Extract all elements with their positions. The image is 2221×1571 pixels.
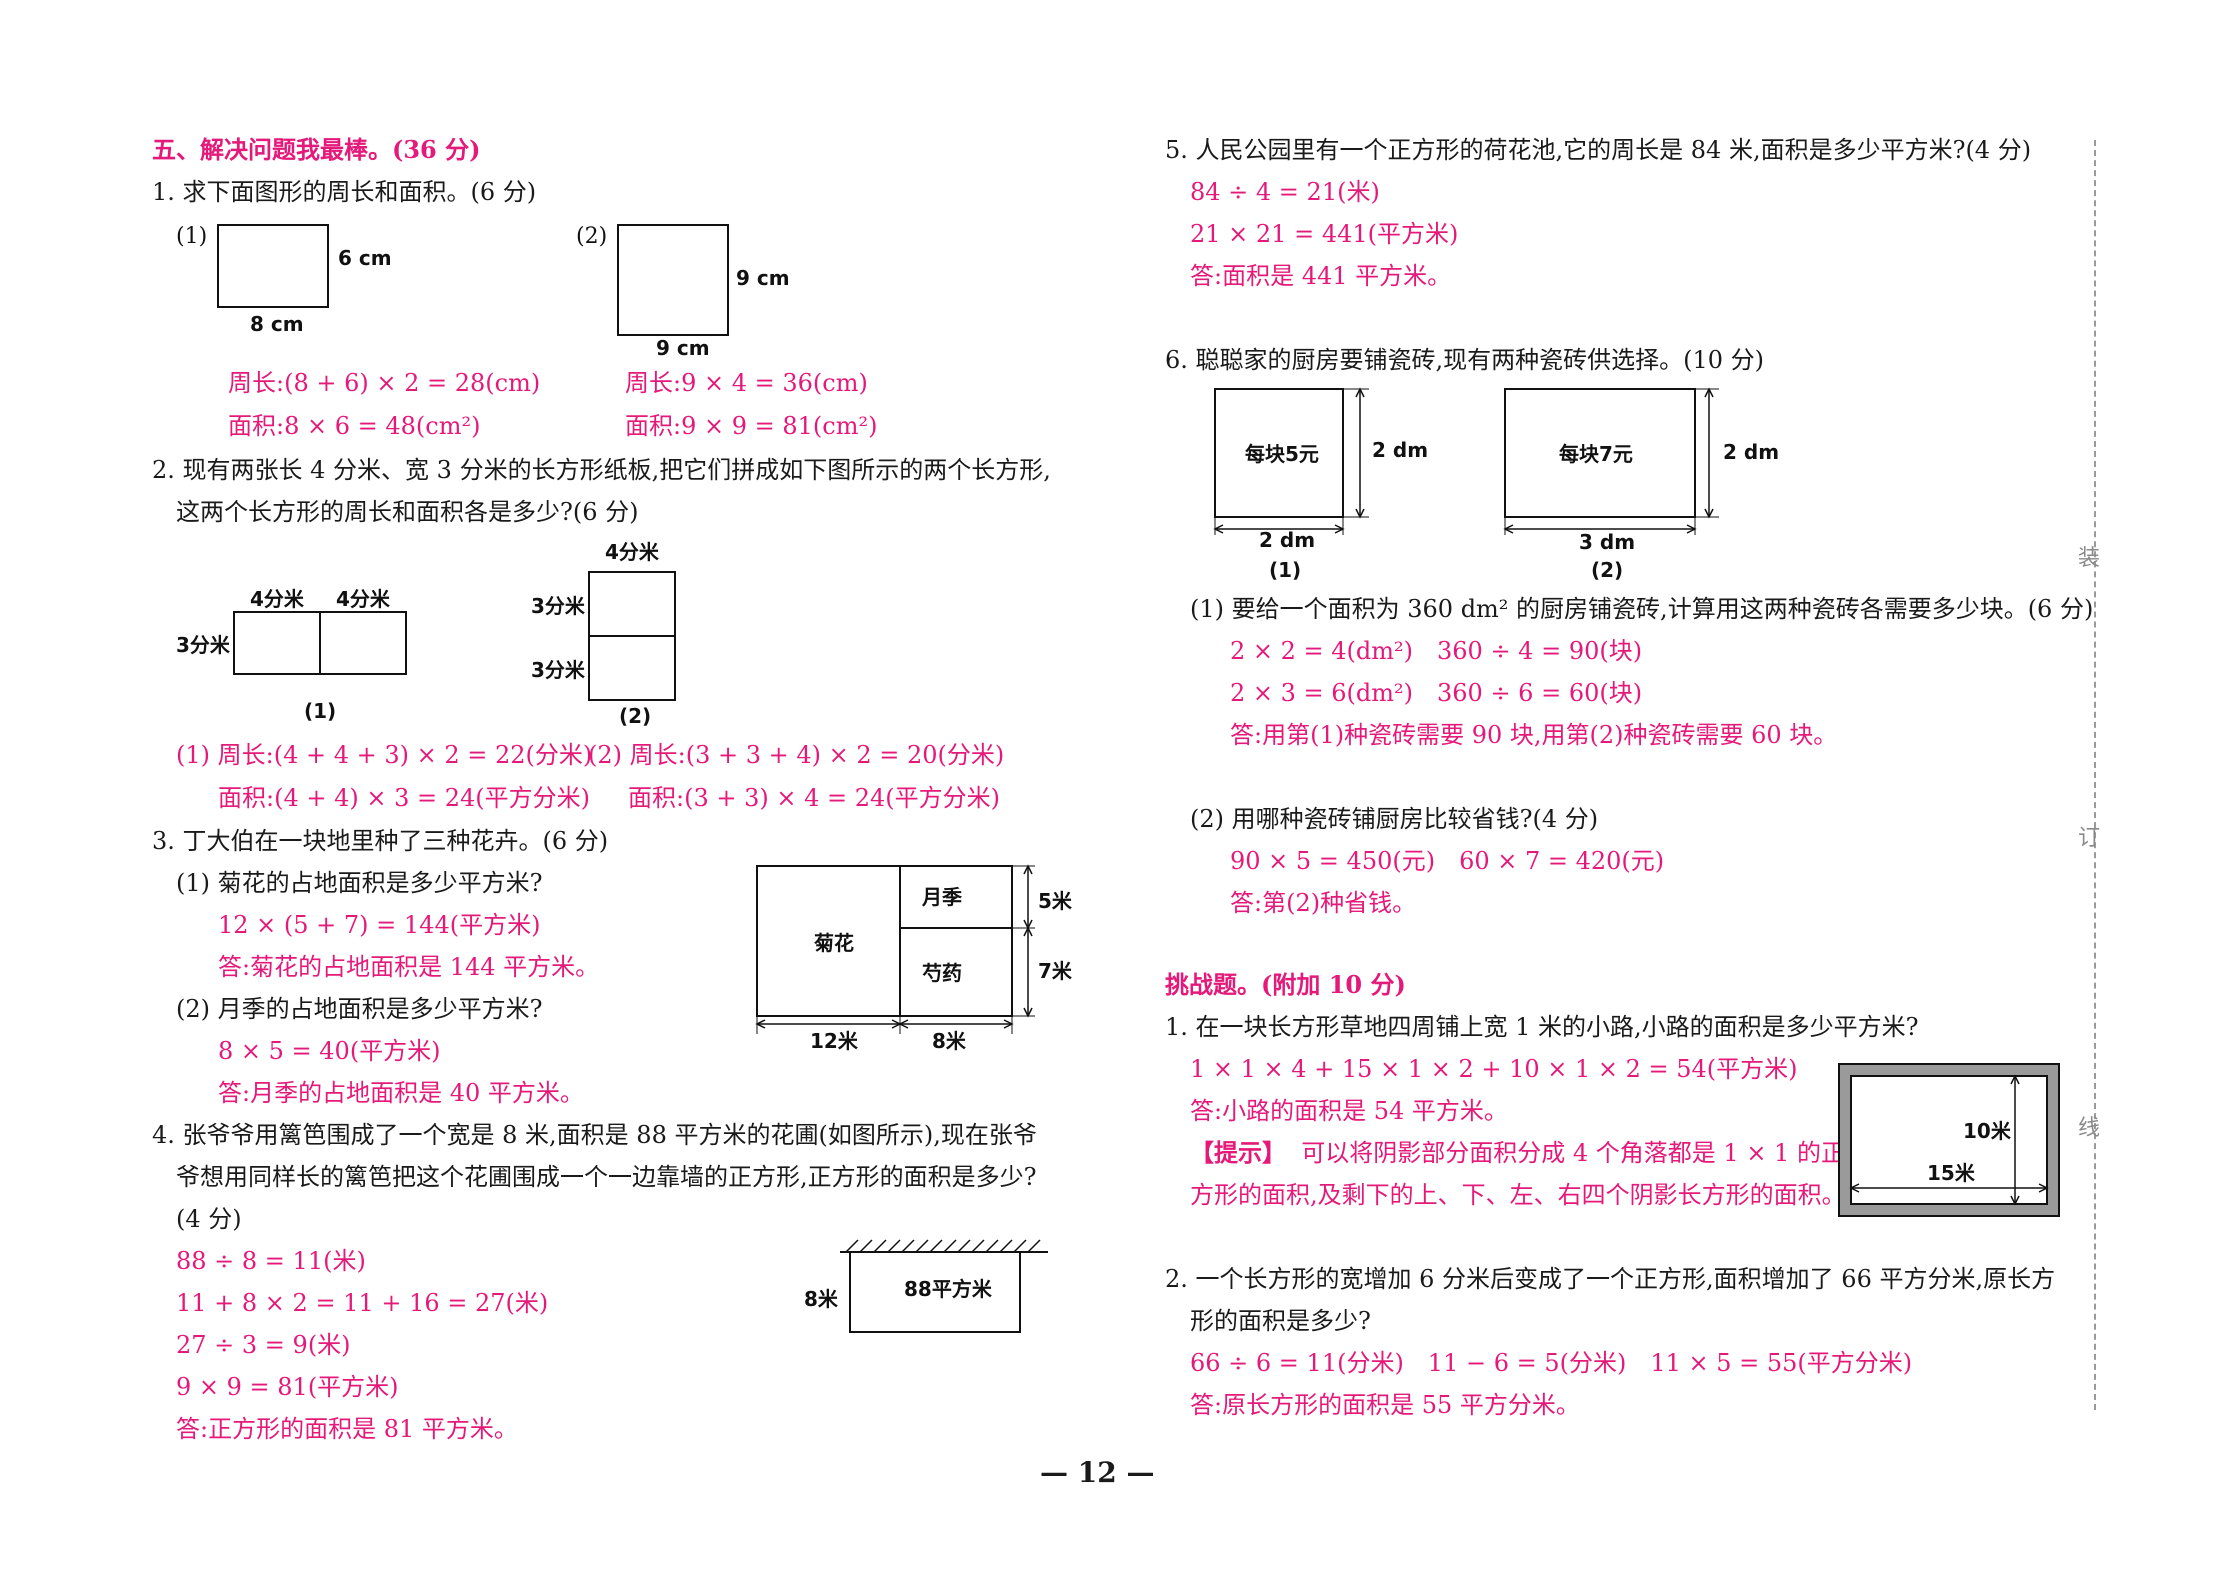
q2-ans1-area: 面积:(4 + 4) × 3 = 24(平方分米): [218, 784, 590, 812]
q3-fig-w1: 12米: [810, 1029, 859, 1053]
page-number: — 12 —: [1040, 1456, 1155, 1489]
c2-answer: 答:原长方形的面积是 55 平方分米。: [1190, 1391, 1580, 1419]
q4-answer: 答:正方形的面积是 81 平方米。: [176, 1415, 518, 1443]
q1-text: 1. 求下面图形的周长和面积。(6 分): [152, 178, 537, 206]
q4-calc-4: 9 × 9 = 81(平方米): [176, 1373, 399, 1401]
binding-mark-2: 订: [2078, 826, 2101, 851]
q1-ans2-area: 面积:9 × 9 = 81(cm²): [625, 412, 878, 440]
q6-tile2: 每块7元 2 dm 3 dm (2): [1503, 387, 1779, 582]
q3-fig-w2: 8米: [932, 1029, 967, 1053]
q1-fig1-bottom: 8 cm: [250, 312, 304, 336]
c1-fig-h: 10米: [1963, 1119, 2012, 1143]
q2-fig2-top: 4分米: [605, 540, 660, 564]
q3-sub1: (1) 菊花的占地面积是多少平方米?: [176, 869, 543, 897]
q3-text: 3. 丁大伯在一块地里种了三种花卉。(6 分): [152, 827, 609, 855]
c2-text-2: 形的面积是多少?: [1190, 1307, 1371, 1335]
q4-text-3: (4 分): [176, 1205, 242, 1233]
q1-fig2-side: 9 cm: [736, 266, 790, 290]
q4-fig-center: 88平方米: [904, 1277, 993, 1301]
binding-line: [2094, 140, 2098, 1410]
q4-text-2: 爷想用同样长的篱笆把这个花圃围成一个一边靠墙的正方形,正方形的面积是多少?: [176, 1163, 1037, 1191]
q5-calc-2: 21 × 21 = 441(平方米): [1190, 220, 1459, 248]
q1-fig1: (1) 6 cm 8 cm: [176, 224, 392, 336]
q6-sub2-calc: 90 × 5 = 450(元) 60 × 7 = 420(元): [1230, 847, 1665, 875]
q6-sub1-calc-2: 2 × 3 = 6(dm²) 360 ÷ 6 = 60(块): [1230, 679, 1643, 707]
c1-hint-tag: 【提示】: [1190, 1138, 1286, 1167]
q3-fig-c: 芍药: [922, 961, 962, 985]
q6-tile2-side: 2 dm: [1723, 440, 1779, 464]
q4-text-1: 4. 张爷爷用篱笆围成了一个宽是 8 米,面积是 88 平方米的花圃(如图所示)…: [152, 1121, 1037, 1149]
c1-calc: 1 × 1 × 4 + 15 × 1 × 2 + 10 × 1 × 2 = 54…: [1190, 1055, 1798, 1083]
c2-calc: 66 ÷ 6 = 11(分米) 11 − 6 = 5(分米) 11 × 5 = …: [1190, 1349, 1913, 1377]
q4-calc-3: 27 ÷ 3 = 9(米): [176, 1331, 351, 1359]
c1-hint-line2: 方形的面积,及剩下的上、下、左、右四个阴影长方形的面积。: [1190, 1181, 1846, 1209]
q4-fig-side: 8米: [804, 1287, 839, 1311]
q2-fig1-caption: (1): [304, 699, 336, 723]
q6-sub1-answer: 答:用第(1)种瓷砖需要 90 块,用第(2)种瓷砖需要 60 块。: [1230, 721, 1838, 749]
q3-sub2: (2) 月季的占地面积是多少平方米?: [176, 995, 543, 1023]
q2-ans2-perimeter: (2) 周长:(3 + 3 + 4) × 2 = 20(分米): [588, 741, 1005, 769]
q1-ans2-perimeter: 周长:9 × 4 = 36(cm): [625, 369, 868, 397]
binding-mark-1: 装: [2078, 546, 2101, 571]
q6-sub1: (1) 要给一个面积为 360 dm² 的厨房铺瓷砖,计算用这两种瓷砖各需要多少…: [1190, 595, 2094, 623]
binding-mark-3: 线: [2078, 1116, 2101, 1141]
q2-fig2-side-a: 3分米: [531, 594, 586, 618]
q2-fig1-top-a: 4分米: [250, 587, 305, 611]
q3-fig-b: 月季: [921, 885, 962, 909]
q4-fig: 88平方米 8米: [804, 1239, 1048, 1333]
q6-tile1-caption: (1): [1269, 558, 1301, 582]
q6-sub2-answer: 答:第(2)种省钱。: [1230, 889, 1417, 917]
q2-fig2: 4分米 3分米 3分米 (2): [531, 540, 676, 728]
q3-fig-h2: 7米: [1038, 959, 1073, 983]
q5-answer: 答:面积是 441 平方米。: [1190, 262, 1452, 290]
q1-fig1-side: 6 cm: [338, 246, 392, 270]
c1-text: 1. 在一块长方形草地四周铺上宽 1 米的小路,小路的面积是多少平方米?: [1165, 1013, 1919, 1041]
q6-text: 6. 聪聪家的厨房要铺瓷砖,现有两种瓷砖供选择。(10 分): [1165, 346, 1765, 374]
c2-text-1: 2. 一个长方形的宽增加 6 分米后变成了一个正方形,面积增加了 66 平方分米…: [1165, 1265, 2056, 1293]
q6-tile1: 每块5元 2 dm 2 dm (1): [1213, 387, 1428, 582]
q2-text-1: 2. 现有两张长 4 分米、宽 3 分米的长方形纸板,把它们拼成如下图所示的两个…: [152, 456, 1051, 484]
c1-hint-line1: 【提示】 可以将阴影部分面积分成 4 个角落都是 1 × 1 的正: [1190, 1138, 1845, 1168]
q6-tile2-caption: (2): [1591, 558, 1623, 582]
q6-sub2: (2) 用哪种瓷砖铺厨房比较省钱?(4 分): [1190, 805, 1599, 833]
q2-fig1: 4分米 4分米 3分米 (1): [176, 587, 407, 723]
q2-fig2-side-b: 3分米: [531, 658, 586, 682]
q2-fig2-caption: (2): [619, 704, 651, 728]
q4-calc-2: 11 + 8 × 2 = 11 + 16 = 27(米): [176, 1289, 549, 1317]
q2-fig1-top-b: 4分米: [336, 587, 391, 611]
q1-fig2-label: (2): [576, 224, 607, 249]
q6-tile2-price: 每块7元: [1559, 442, 1633, 466]
q1-fig2: (2) 9 cm 9 cm: [576, 224, 790, 360]
q3-sub1-answer: 答:菊花的占地面积是 144 平方米。: [218, 953, 600, 981]
q3-fig-h1: 5米: [1038, 889, 1073, 913]
q3-fig-a: 菊花: [814, 931, 854, 955]
q1-fig2-bottom: 9 cm: [656, 336, 710, 360]
c1-fig-w: 15米: [1927, 1161, 1976, 1185]
q1-ans1-area: 面积:8 × 6 = 48(cm²): [228, 412, 481, 440]
q2-ans1-perimeter: (1) 周长:(4 + 4 + 3) × 2 = 22(分米): [176, 741, 593, 769]
q4-calc-1: 88 ÷ 8 = 11(米): [176, 1247, 366, 1275]
c1-hint-text: 可以将阴影部分面积分成 4 个角落都是 1 × 1 的正: [1301, 1139, 1845, 1167]
q5-text: 5. 人民公园里有一个正方形的荷花池,它的周长是 84 米,面积是多少平方米?(…: [1165, 136, 2032, 164]
q3-sub2-calc: 8 × 5 = 40(平方米): [218, 1037, 441, 1065]
q3-sub1-calc: 12 × (5 + 7) = 144(平方米): [218, 911, 541, 939]
q2-fig1-side: 3分米: [176, 633, 231, 657]
q6-tile1-side: 2 dm: [1372, 438, 1428, 462]
section-title: 五、解决问题我最棒。(36 分): [152, 135, 481, 164]
c1-fig: 10米 15米: [1838, 1063, 2060, 1217]
q3-sub2-answer: 答:月季的占地面积是 40 平方米。: [218, 1079, 584, 1107]
challenge-title: 挑战题。(附加 10 分): [1165, 970, 1406, 999]
q1-fig1-label: (1): [176, 224, 207, 249]
c1-answer: 答:小路的面积是 54 平方米。: [1190, 1097, 1508, 1125]
q6-tile1-price: 每块5元: [1245, 442, 1319, 466]
q2-text-2: 这两个长方形的周长和面积各是多少?(6 分): [176, 498, 639, 526]
q1-ans1-perimeter: 周长:(8 + 6) × 2 = 28(cm): [228, 369, 541, 397]
q3-fig: 菊花 月季 芍药 5米 7米 12米 8米: [755, 864, 1073, 1053]
q5-calc-1: 84 ÷ 4 = 21(米): [1190, 178, 1380, 206]
q2-ans2-area: 面积:(3 + 3) × 4 = 24(平方分米): [628, 784, 1000, 812]
q6-tile1-bottom: 2 dm: [1259, 528, 1315, 552]
q6-sub1-calc-1: 2 × 2 = 4(dm²) 360 ÷ 4 = 90(块): [1230, 637, 1643, 665]
q6-tile2-bottom: 3 dm: [1579, 530, 1635, 554]
